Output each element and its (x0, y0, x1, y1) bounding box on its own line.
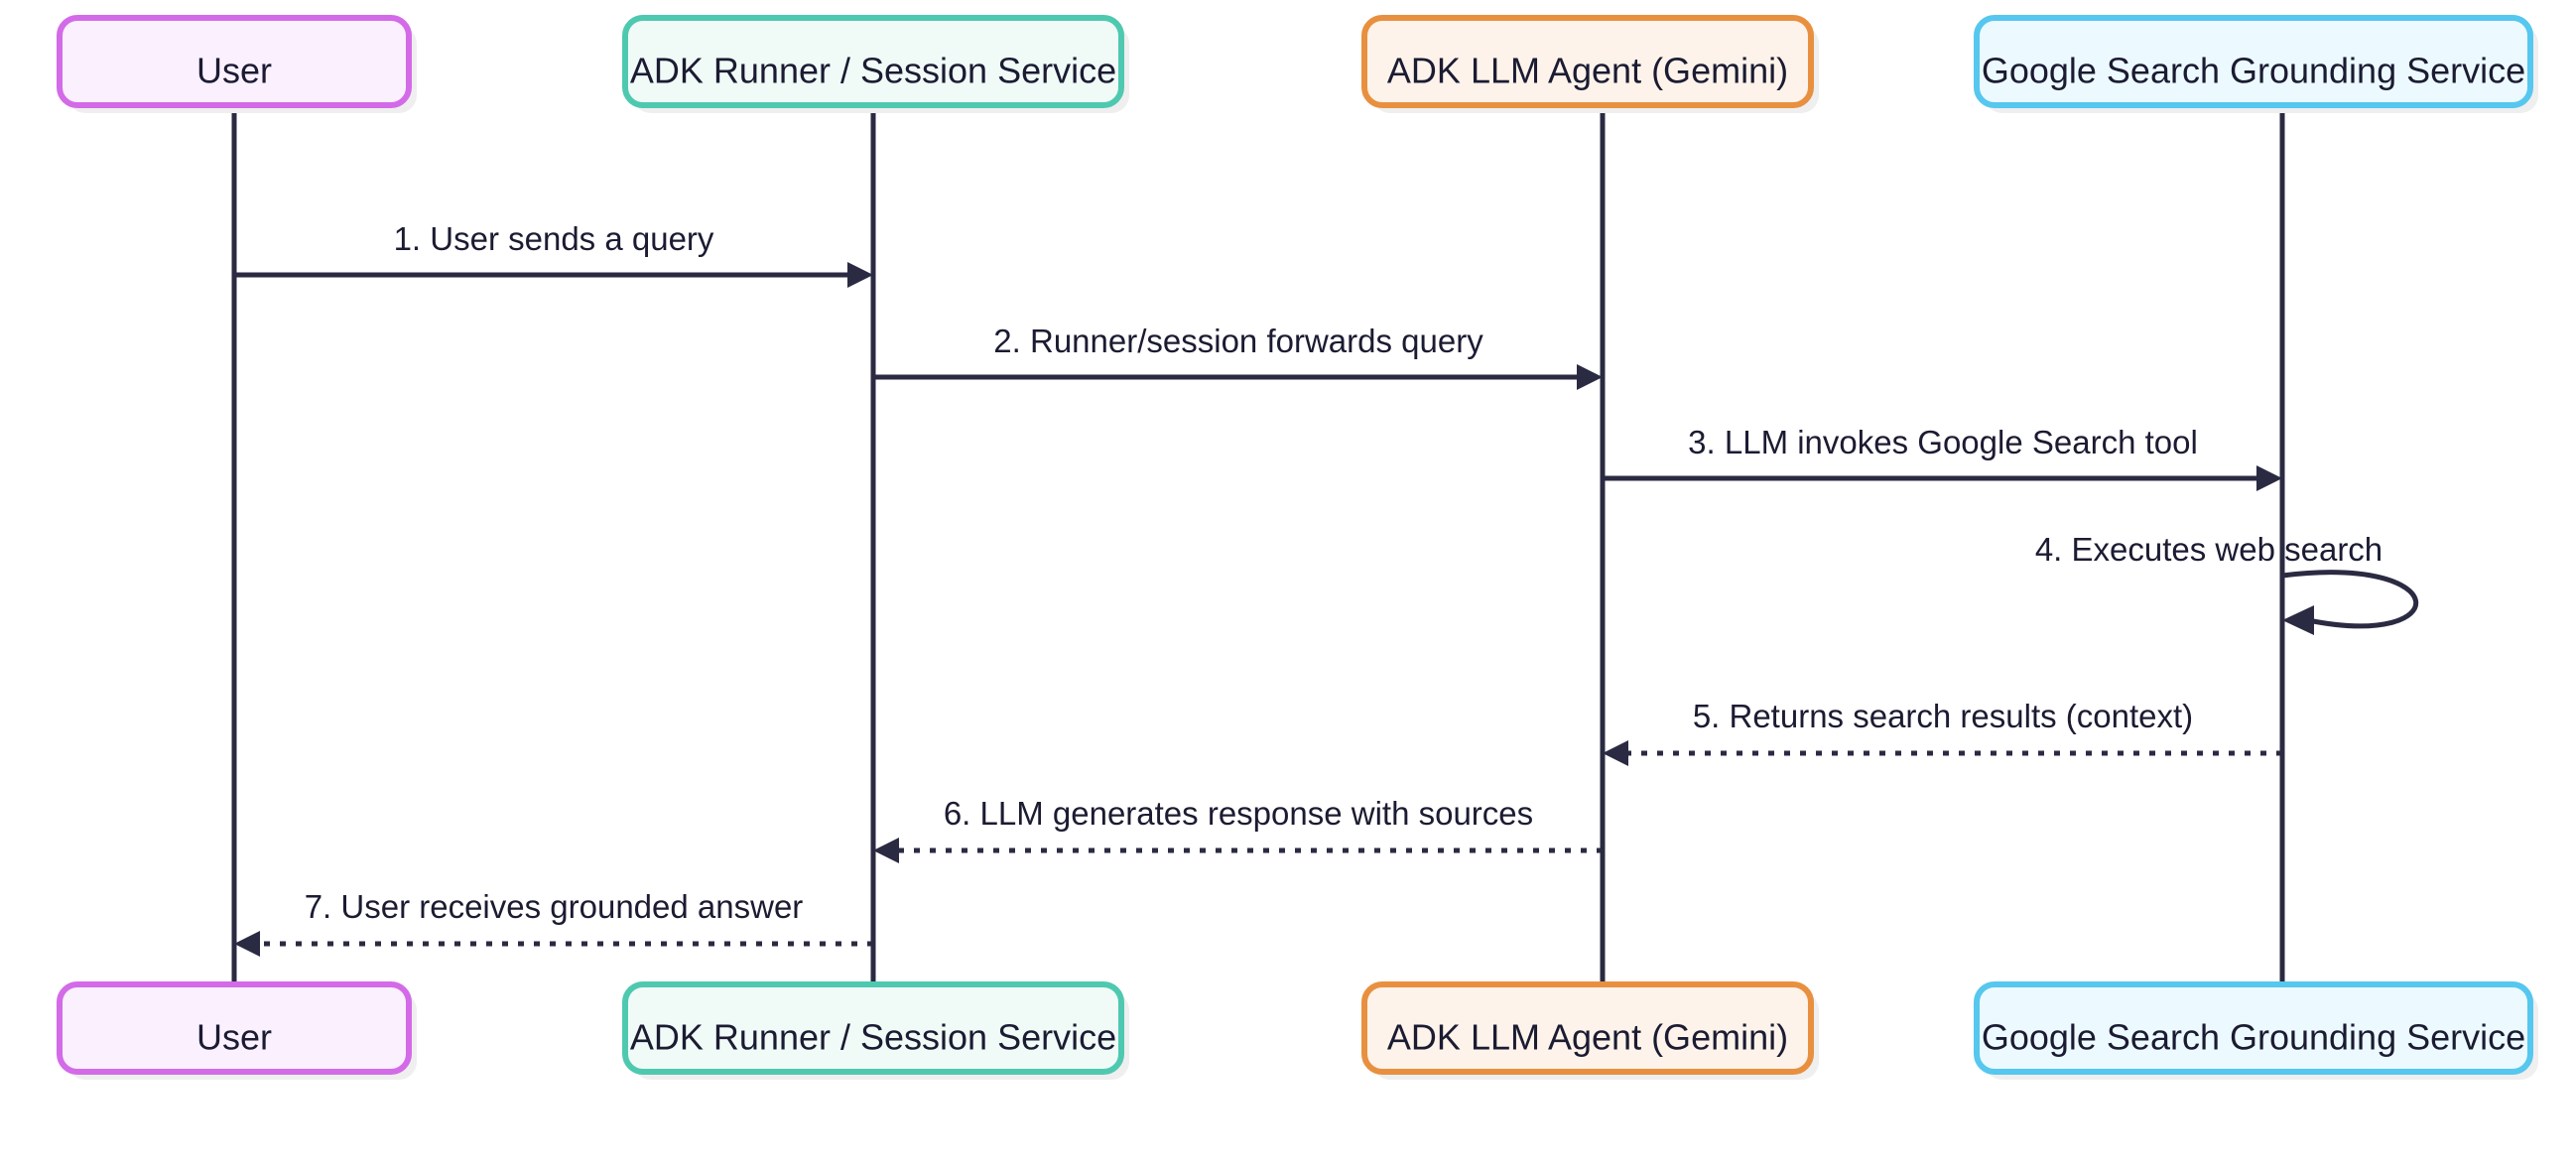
participant-label-user: User (196, 51, 272, 91)
message-path-selfloop (2281, 570, 2419, 629)
participant-label-search: Google Search Grounding Service (1982, 51, 2525, 91)
arrowhead-left (2282, 605, 2314, 635)
participant-label-agent: ADK LLM Agent (Gemini) (1387, 1017, 1788, 1058)
arrowhead-right (2256, 465, 2282, 491)
participant-boxes-bottom: User ADK Runner / Session Service ADK LLM … (57, 981, 2538, 1080)
arrowhead-left (873, 838, 899, 863)
participant-agent-top[interactable]: ADK LLM Agent (Gemini) (1361, 15, 1819, 113)
message-label-6: 6. LLM generates response with sources (944, 795, 1533, 832)
participant-runner-top[interactable]: ADK Runner / Session Service (622, 15, 1129, 113)
participant-label-user: User (196, 1017, 272, 1058)
message-labels-group: 1. User sends a query 2. Runner/session f… (305, 220, 2383, 925)
participant-boxes-top: User ADK Runner / Session Service ADK LLM … (57, 15, 2538, 113)
participant-label-search: Google Search Grounding Service (1982, 1017, 2525, 1058)
participant-label-agent: ADK LLM Agent (Gemini) (1387, 51, 1788, 91)
participant-search-top[interactable]: Google Search Grounding Service (1974, 15, 2538, 113)
message-label-2: 2. Runner/session forwards query (993, 323, 1483, 359)
message-4-search-to-search (2281, 570, 2419, 635)
message-3-agent-to-search (1603, 465, 2282, 491)
participant-box[interactable] (1361, 981, 1814, 1075)
participant-box[interactable] (1361, 15, 1814, 108)
message-label-1: 1. User sends a query (394, 220, 714, 257)
message-1-user-to-runner (234, 262, 873, 288)
message-label-5: 5. Returns search results (context) (1693, 698, 2193, 734)
arrowhead-right (847, 262, 873, 288)
participant-box[interactable] (622, 981, 1124, 1075)
participant-runner-bottom[interactable]: ADK Runner / Session Service (622, 981, 1129, 1080)
participant-box[interactable] (1974, 15, 2533, 108)
message-label-4: 4. Executes web search (2035, 531, 2383, 568)
lifelines-group (231, 105, 2285, 984)
participant-box[interactable] (57, 15, 412, 108)
message-label-3: 3. LLM invokes Google Search tool (1688, 424, 2198, 460)
participant-user-bottom[interactable]: User (57, 981, 417, 1080)
participant-label-runner: ADK Runner / Session Service (630, 51, 1116, 91)
participant-box[interactable] (1974, 981, 2533, 1075)
participant-user-top[interactable]: User (57, 15, 417, 113)
arrowhead-left (1603, 740, 1628, 766)
participant-search-bottom[interactable]: Google Search Grounding Service (1974, 981, 2538, 1080)
arrowhead-left (234, 931, 260, 957)
arrowhead-right (1577, 364, 1603, 390)
message-2-runner-to-agent (873, 364, 1603, 390)
message-6-agent-to-runner (873, 838, 1603, 863)
participant-label-runner: ADK Runner / Session Service (630, 1017, 1116, 1058)
message-7-runner-to-user (234, 931, 873, 957)
participant-agent-bottom[interactable]: ADK LLM Agent (Gemini) (1361, 981, 1819, 1080)
messages-group (234, 262, 2419, 957)
message-5-search-to-agent (1603, 740, 2282, 766)
participant-box[interactable] (622, 15, 1124, 108)
participant-box[interactable] (57, 981, 412, 1075)
message-label-7: 7. User receives grounded answer (305, 888, 804, 925)
